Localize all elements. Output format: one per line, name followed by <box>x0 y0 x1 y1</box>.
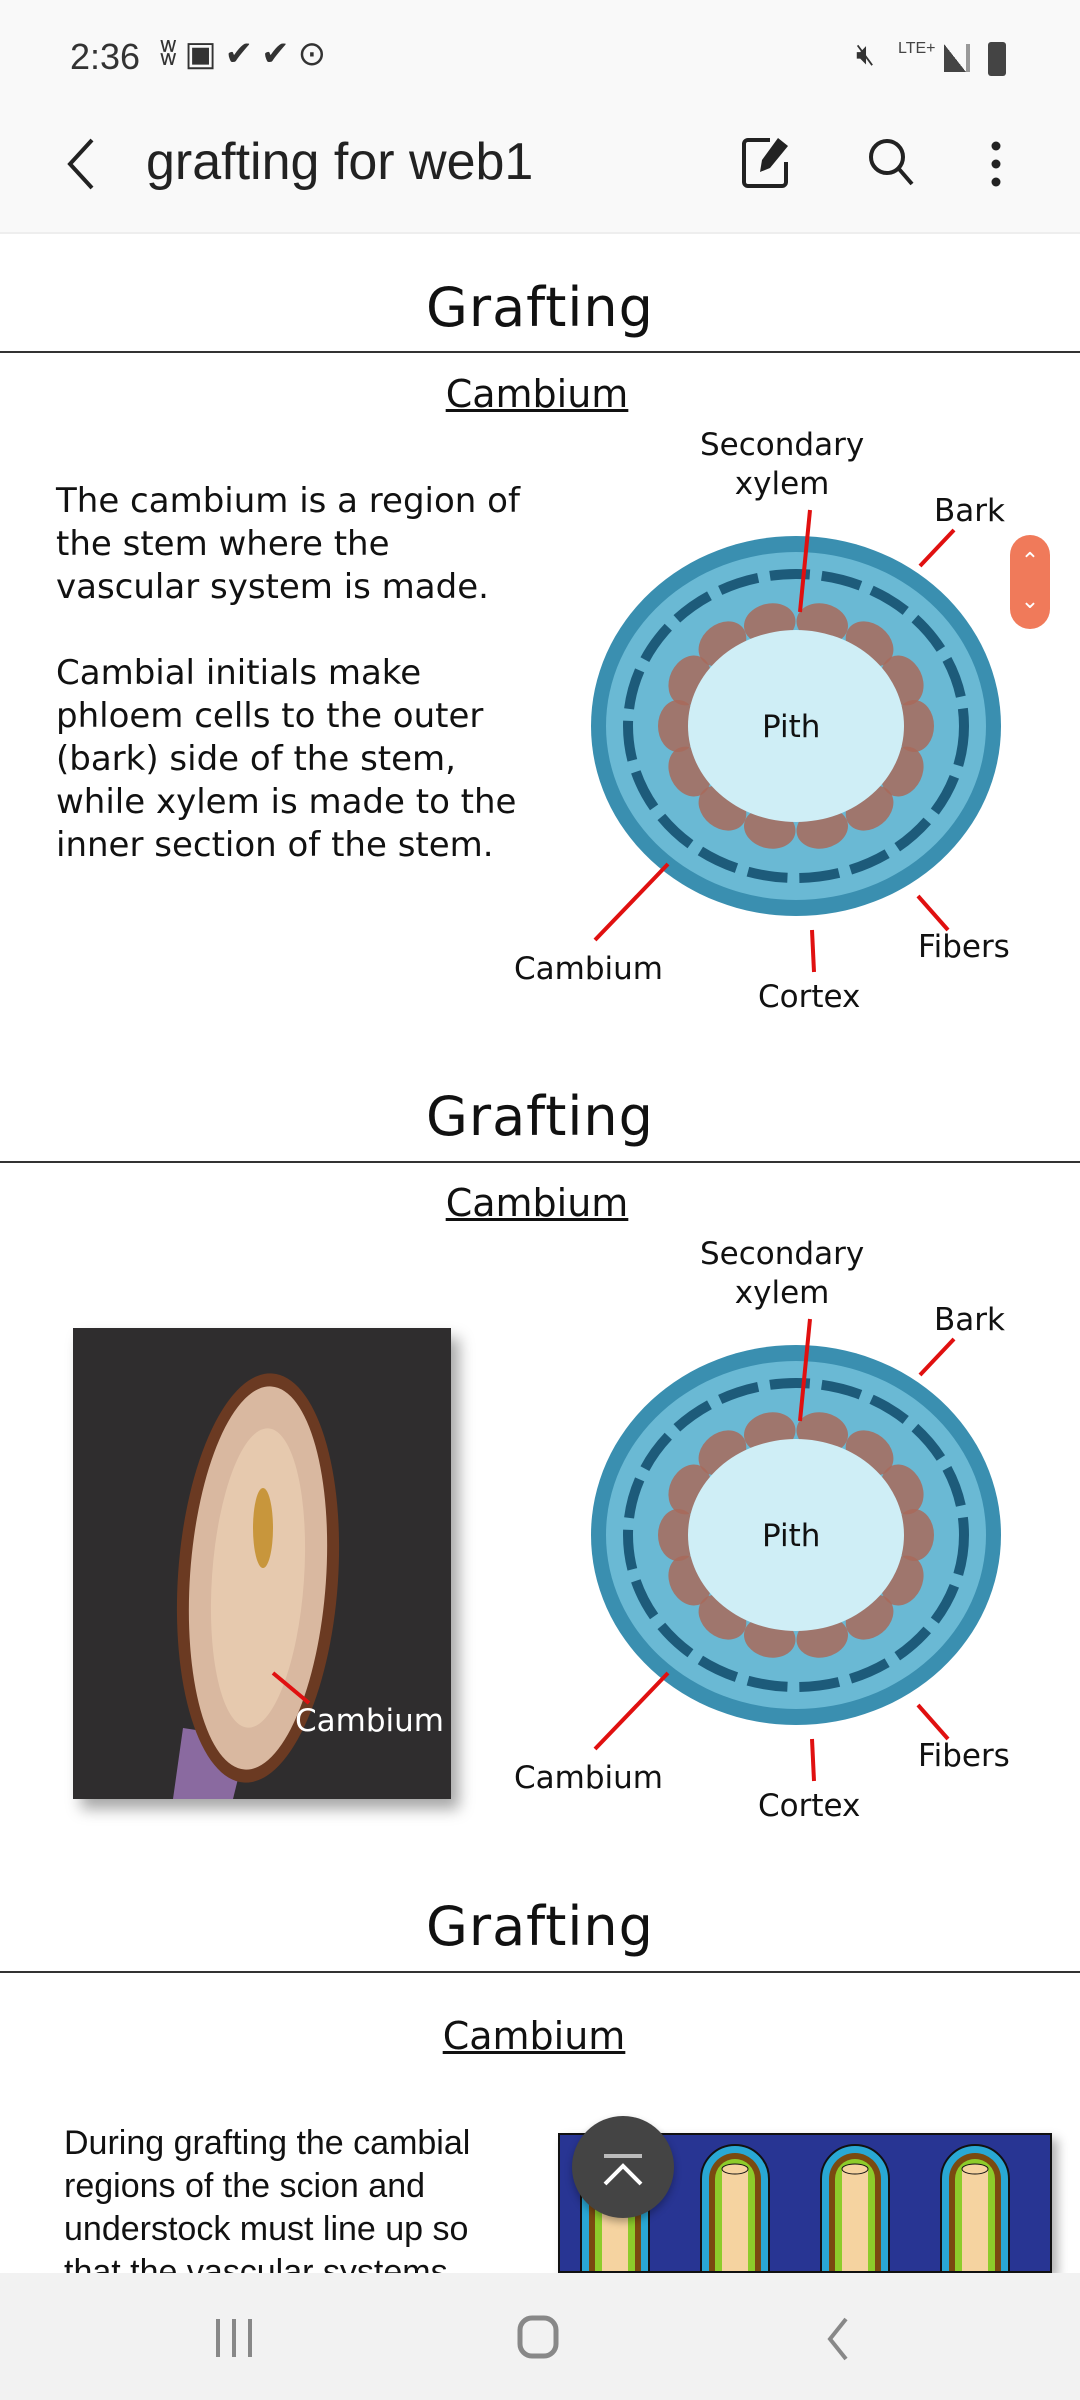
search-icon[interactable] <box>866 136 916 188</box>
navigation-bar <box>0 2273 1080 2400</box>
mute-icon: 🔇︎ <box>856 38 875 71</box>
label-fibers: Fibers <box>918 929 1010 965</box>
label-cortex: Cortex <box>758 1788 861 1824</box>
section-subtitle: Cambium <box>445 1181 629 1225</box>
scroll-to-top-button[interactable] <box>572 2116 674 2218</box>
back-icon[interactable] <box>62 136 98 192</box>
home-icon[interactable] <box>516 2315 562 2361</box>
section-title: Grafting <box>426 1085 654 1148</box>
label-secondary-xylem: Secondary xylem <box>700 427 865 502</box>
label-cortex: Cortex <box>758 979 861 1015</box>
divider <box>0 1161 1080 1163</box>
label-pith: Pith <box>762 709 821 745</box>
notification-icons: ʬ▣✔✔⊙ <box>160 35 335 73</box>
stem-cross-section-diagram: Secondary xylem Bark Pith Fibers Cambium… <box>500 420 1040 1040</box>
more-icon[interactable] <box>984 140 1008 190</box>
divider <box>0 1971 1080 1973</box>
section-subtitle: Cambium <box>442 2014 626 2058</box>
nav-back-icon[interactable] <box>824 2317 854 2361</box>
status-time: 2:36 <box>70 36 141 77</box>
label-cambium: Cambium <box>514 1760 663 1796</box>
divider <box>0 351 1080 353</box>
photo-cambium-label: Cambium <box>295 1703 444 1739</box>
signal-icon <box>944 44 970 72</box>
label-fibers: Fibers <box>918 1738 1010 1774</box>
app-bar: grafting for web1 <box>0 120 1080 234</box>
label-cambium: Cambium <box>514 951 663 987</box>
stem-cut-photo: Cambium <box>73 1328 451 1799</box>
recent-apps-icon[interactable] <box>212 2317 256 2361</box>
grafting-description: During grafting the cambial regions of t… <box>64 2124 471 2273</box>
battery-icon <box>988 42 1006 76</box>
document-title: grafting for web1 <box>146 133 534 191</box>
label-bark: Bark <box>934 1302 1005 1338</box>
scroll-top-icon <box>603 2154 643 2186</box>
scroll-handle[interactable]: ⌃⌄ <box>1010 535 1050 629</box>
network-type: LTE+ <box>898 40 936 57</box>
label-secondary-xylem: Secondary xylem <box>700 1236 865 1311</box>
stem-cross-section-diagram: Secondary xylem Bark Pith Fibers Cambium… <box>500 1229 1040 1849</box>
cambium-description: The cambium is a region of the stem wher… <box>56 481 520 865</box>
edit-icon[interactable] <box>740 134 792 190</box>
stem-tube-3 <box>820 2144 890 2271</box>
label-pith: Pith <box>762 1518 821 1554</box>
stem-tube-2 <box>700 2144 770 2271</box>
section-title: Grafting <box>426 276 654 339</box>
section-subtitle: Cambium <box>445 372 629 416</box>
section-title: Grafting <box>426 1895 654 1958</box>
label-bark: Bark <box>934 493 1005 529</box>
status-bar: 2:36 ʬ▣✔✔⊙ 🔇︎ LTE+ <box>0 0 1080 120</box>
stem-tube-4 <box>940 2144 1010 2271</box>
